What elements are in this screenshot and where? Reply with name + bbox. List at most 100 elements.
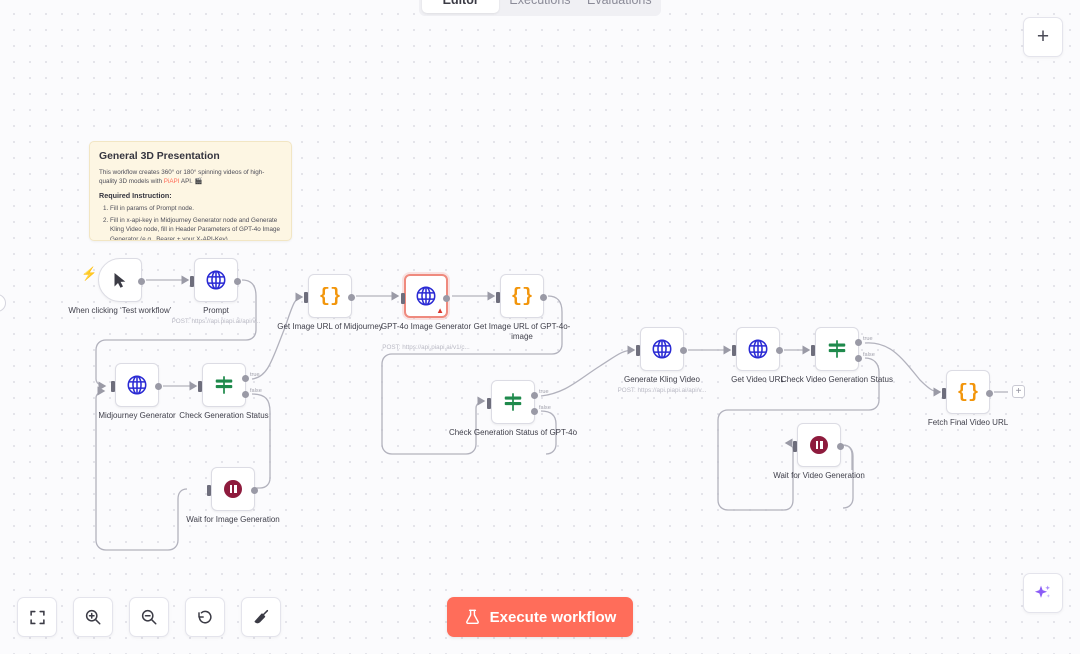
node-midjourney-generator[interactable]: Midjourney Generator xyxy=(98,363,176,420)
lightning-bolt-icon: ⚡ xyxy=(81,266,98,281)
piapi-link[interactable]: PiAPI xyxy=(163,178,180,186)
add-node-after-button[interactable]: + xyxy=(1012,385,1025,398)
node-label: Get Image URL of GPT-4o-image xyxy=(473,322,571,341)
input-port[interactable] xyxy=(190,275,194,287)
node-check-generation-status-of-gpt-4o[interactable]: true false Check Generation Status of GP… xyxy=(449,380,577,437)
node-label: Get Image URL of Midjourney xyxy=(277,322,383,331)
sticky-note-description: This workflow creates 360° or 180° spinn… xyxy=(99,169,265,186)
node-label: Check Generation Status xyxy=(179,411,269,420)
node-wait-for-video-generation[interactable]: Wait for Video Generation xyxy=(773,423,865,480)
globe-icon xyxy=(748,339,768,359)
node-subtitle: POST: https://api.piapi.ai/api/v... xyxy=(171,318,261,325)
braces-icon: {} xyxy=(510,285,534,307)
braces-icon: {} xyxy=(318,285,342,307)
add-node-button[interactable]: + xyxy=(1023,17,1063,57)
input-port[interactable] xyxy=(207,484,211,496)
node-wait-for-image-generation[interactable]: Wait for Image Generation xyxy=(186,467,280,524)
input-port[interactable] xyxy=(198,380,202,392)
output-port[interactable] xyxy=(138,277,145,285)
input-port[interactable] xyxy=(732,344,736,356)
sticky-note[interactable]: General 3D Presentation This workflow cr… xyxy=(89,141,292,241)
switch-icon xyxy=(504,393,522,411)
input-port[interactable] xyxy=(401,292,405,304)
node-label: GPT-4o Image Generator xyxy=(380,322,472,331)
port-label-true: true xyxy=(539,389,549,395)
undo-icon xyxy=(198,610,212,624)
sticky-note-step: Fill in x-api-key in Midjourney Generato… xyxy=(110,216,281,240)
reset-zoom-button[interactable] xyxy=(185,597,225,637)
output-port[interactable] xyxy=(837,442,844,450)
tab-evaluations[interactable]: Evaluations xyxy=(581,0,658,13)
node-label: Wait for Image Generation xyxy=(186,515,280,524)
globe-icon xyxy=(127,375,147,395)
switch-icon xyxy=(828,340,846,358)
input-port[interactable] xyxy=(793,440,797,452)
node-label: Wait for Video Generation xyxy=(773,471,865,480)
node-get-image-url-of-midjourney[interactable]: {} Get Image URL of Midjourney xyxy=(277,274,383,331)
node-label: Generate Kling Video xyxy=(624,375,700,384)
node-get-image-url-of-gpt-4o-image[interactable]: {} Get Image URL of GPT-4o-image xyxy=(474,274,570,341)
output-port-true[interactable]: true xyxy=(855,336,873,346)
port-label-false: false xyxy=(863,352,875,358)
sticky-note-step: Fill in params of Prompt node. xyxy=(110,204,281,213)
output-port-true[interactable]: true xyxy=(531,389,549,399)
globe-icon xyxy=(652,339,672,359)
input-port[interactable] xyxy=(487,397,491,409)
input-port[interactable] xyxy=(811,344,815,356)
node-fetch-final-video-url[interactable]: {} Fetch Final Video URL xyxy=(928,370,1008,427)
node-check-video-generation-status[interactable]: true false Check Video Generation Status xyxy=(781,327,893,384)
ai-assistant-button[interactable] xyxy=(1023,573,1063,613)
port-label-true: true xyxy=(863,336,873,342)
node-subtitle: POST: https://api.piapi.ai/v1/c... xyxy=(382,344,470,351)
output-port-true[interactable]: true xyxy=(242,372,260,382)
zoom-out-icon xyxy=(141,609,157,625)
output-port[interactable] xyxy=(155,382,162,390)
broom-icon xyxy=(254,609,269,624)
sticky-note-steps: Fill in params of Prompt node. Fill in x… xyxy=(99,204,281,240)
node-label: Fetch Final Video URL xyxy=(927,418,1009,427)
output-port[interactable] xyxy=(443,294,450,302)
input-port[interactable] xyxy=(636,344,640,356)
input-port[interactable] xyxy=(942,387,946,399)
fit-to-view-button[interactable] xyxy=(17,597,57,637)
output-port[interactable] xyxy=(986,389,993,397)
output-port-false[interactable]: false xyxy=(242,388,262,398)
tab-editor[interactable]: Editor xyxy=(422,0,500,13)
output-port-false[interactable]: false xyxy=(531,405,551,415)
warning-triangle-icon[interactable]: ▲ xyxy=(436,306,444,315)
tab-executions[interactable]: Executions xyxy=(501,0,578,13)
node-get-video-url[interactable]: Get Video URL xyxy=(731,327,785,384)
node-label: Check Video Generation Status xyxy=(781,375,893,384)
canvas-zoom-toolbar xyxy=(17,597,281,637)
input-port[interactable] xyxy=(496,291,500,303)
node-generate-kling-video[interactable]: Generate Kling Video POST: https://api.p… xyxy=(618,327,706,394)
node-label: Prompt xyxy=(203,306,229,315)
output-port[interactable] xyxy=(251,486,258,494)
zoom-in-button[interactable] xyxy=(73,597,113,637)
input-port[interactable] xyxy=(111,380,115,392)
input-port[interactable] xyxy=(304,291,308,303)
output-port[interactable] xyxy=(234,277,241,285)
execute-workflow-label: Execute workflow xyxy=(489,608,617,626)
node-check-generation-status[interactable]: true false Check Generation Status xyxy=(179,363,269,420)
node-prompt[interactable]: Prompt POST: https://api.piapi.ai/api/v.… xyxy=(172,258,260,325)
fit-view-icon xyxy=(29,610,45,624)
sticky-note-instruction-heading: Required Instruction: xyxy=(99,191,172,201)
tidy-up-button[interactable] xyxy=(241,597,281,637)
node-label: Midjourney Generator xyxy=(98,411,176,420)
output-port[interactable] xyxy=(680,346,687,354)
zoom-out-button[interactable] xyxy=(129,597,169,637)
node-label: When clicking ‘Test workflow’ xyxy=(68,306,172,315)
pause-icon xyxy=(810,436,828,454)
node-when-clicking-test-workflow[interactable]: ⚡ When clicking ‘Test workflow’ xyxy=(68,258,172,315)
output-port-false[interactable]: false xyxy=(855,352,875,362)
port-label-false: false xyxy=(539,405,551,411)
output-port[interactable] xyxy=(776,346,783,354)
output-port[interactable] xyxy=(348,293,355,301)
execute-workflow-button[interactable]: Execute workflow xyxy=(447,597,633,637)
output-port[interactable] xyxy=(540,293,547,301)
node-gpt-4o-image-generator[interactable]: ▲ GPT-4o Image Generator POST: https://a… xyxy=(381,274,471,351)
switch-icon xyxy=(215,376,233,394)
